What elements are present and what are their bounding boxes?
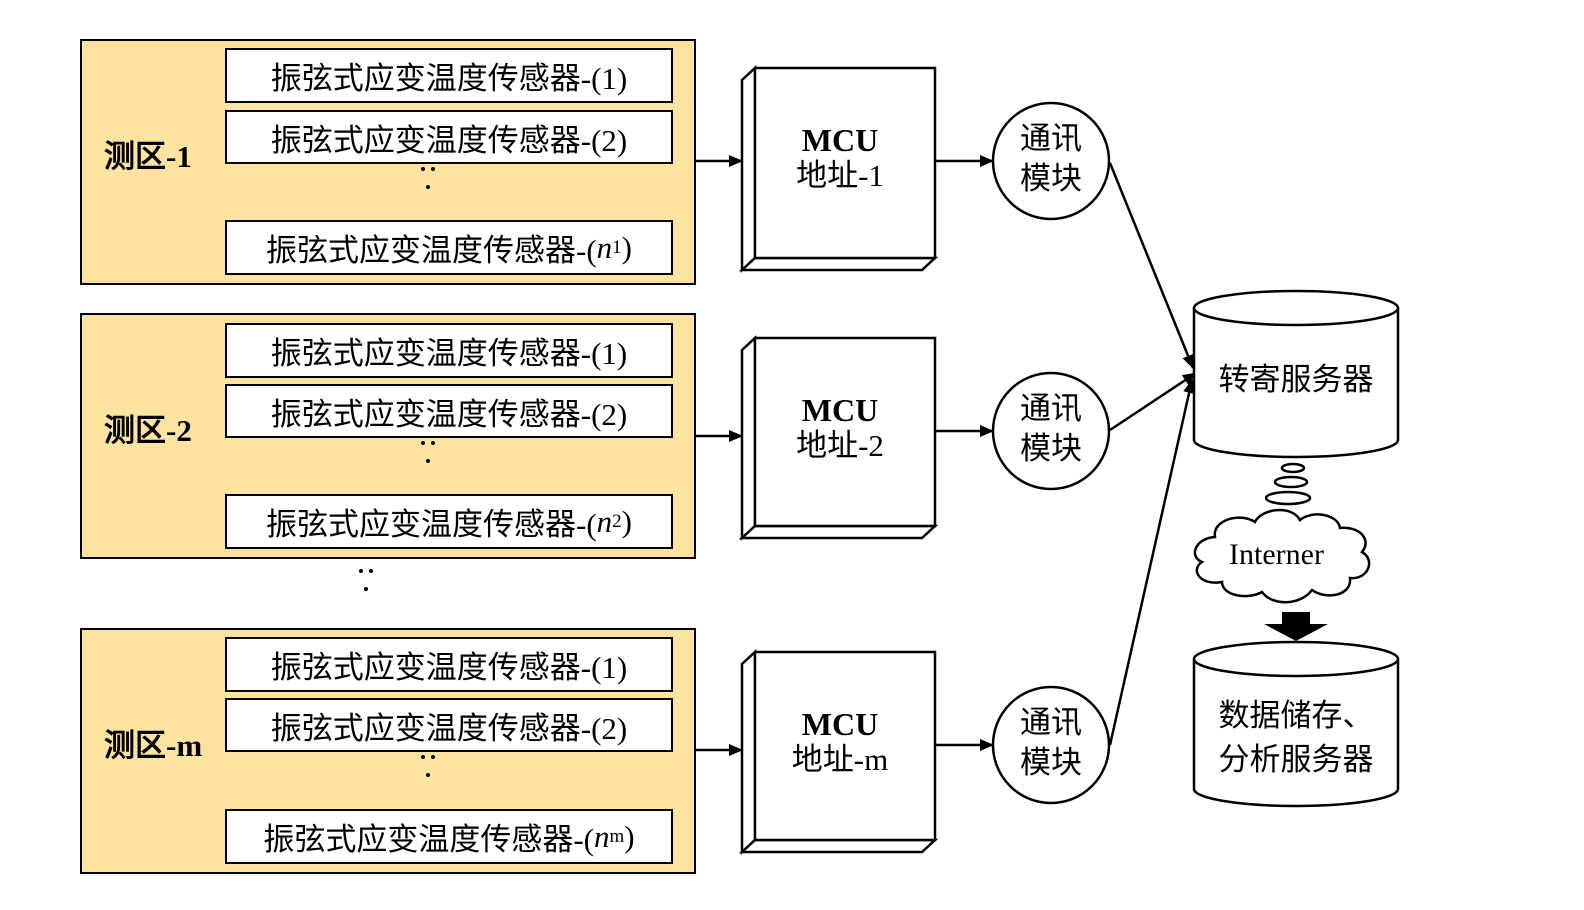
mcu-address: 地址-2 xyxy=(796,428,884,463)
zone-label-2: 测区-2 xyxy=(104,413,192,448)
internet-label: Interner xyxy=(1229,538,1324,571)
internet-cloud-icon xyxy=(1193,508,1371,604)
comm-module-circle-3 xyxy=(991,685,1111,805)
zone-label-1: 测区-1 xyxy=(104,139,192,174)
mcu-box-3 xyxy=(738,649,939,855)
comm-module-label-3: 通讯 模块 xyxy=(1020,705,1082,780)
sensor-box: 振弦式应变温度传感器-(2) xyxy=(225,698,673,752)
zones-ellipsis-dots xyxy=(356,567,376,597)
sensor-box: 振弦式应变温度传感器-(1) xyxy=(225,323,673,378)
mcu-label-1: MCU 地址-1 xyxy=(745,122,935,194)
comm-module-circle-1 xyxy=(991,101,1111,221)
mcu-box-2 xyxy=(738,335,939,541)
mcu-box-1 xyxy=(738,65,939,273)
mcu-address: 地址-1 xyxy=(796,158,884,193)
download-arrow-icon xyxy=(1264,612,1328,641)
mcu-label-3: MCU 地址-m xyxy=(745,706,935,778)
zone-label-m: 测区-m xyxy=(104,728,203,763)
sensor-box: 振弦式应变温度传感器-(1) xyxy=(225,637,673,692)
sensor-box: 振弦式应变温度传感器-(2) xyxy=(225,384,673,438)
storage-server-cylinder xyxy=(1192,640,1400,808)
arrow-comm2-relay xyxy=(1109,371,1197,432)
sensor-box: 振弦式应变温度传感器-(2) xyxy=(225,110,673,164)
ellipsis-dots xyxy=(418,439,438,469)
storage-server-label: 数据储存、 分析服务器 xyxy=(1218,698,1374,777)
comm-module-circle-2 xyxy=(991,371,1111,491)
mcu-address: 地址-m xyxy=(791,742,889,777)
comm-module-label-1: 通讯 模块 xyxy=(1020,121,1082,196)
wireless-signal-icon xyxy=(1264,462,1312,506)
ellipsis-dots xyxy=(418,753,438,783)
mcu-title: MCU xyxy=(801,392,879,428)
relay-server-cylinder xyxy=(1192,289,1400,459)
mcu-label-2: MCU 地址-2 xyxy=(745,392,935,464)
arrow-comm3-relay xyxy=(1108,379,1196,746)
comm-module-label-2: 通讯 模块 xyxy=(1020,391,1082,466)
mcu-title: MCU xyxy=(801,706,879,742)
arrow-comm1-relay xyxy=(1108,162,1195,369)
relay-server-label: 转寄服务器 xyxy=(1218,362,1374,397)
sensor-box: 振弦式应变温度传感器-(1) xyxy=(225,48,673,103)
ellipsis-dots xyxy=(418,165,438,195)
mcu-title: MCU xyxy=(801,122,879,158)
